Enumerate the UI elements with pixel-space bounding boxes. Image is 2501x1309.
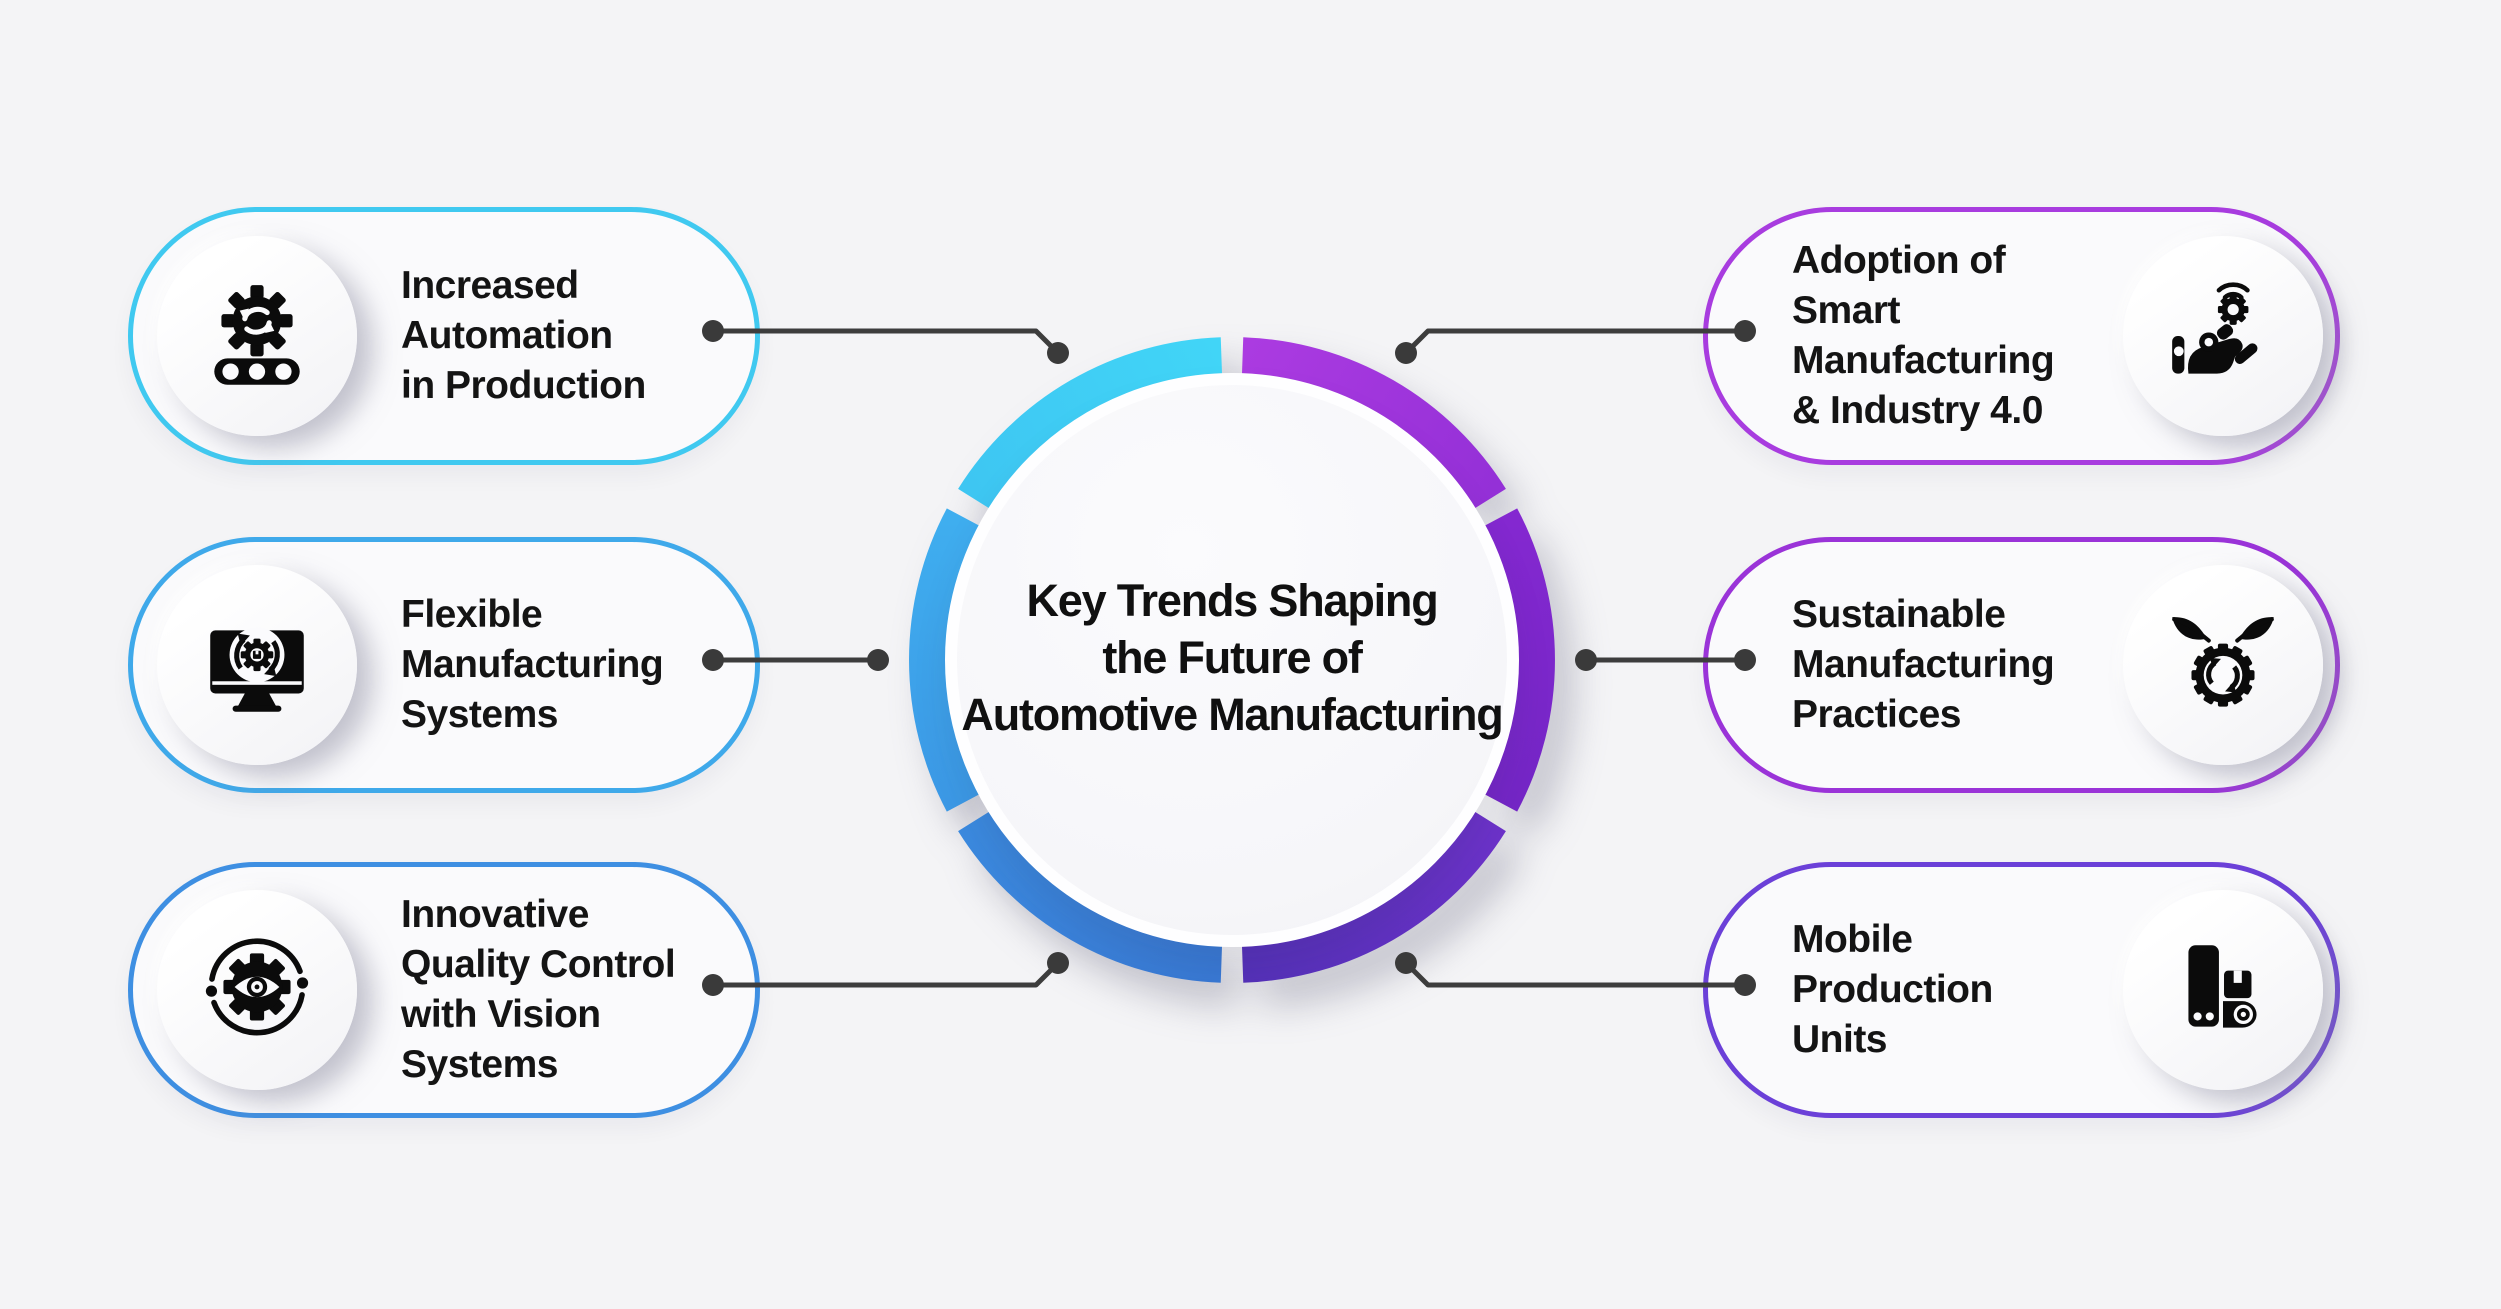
icon-circle (157, 236, 357, 436)
icon-circle (2123, 890, 2323, 1090)
monitor-gear-cycle-icon (210, 627, 304, 712)
ring-segment-mid-right (1483, 508, 1555, 812)
card-title: Sustainable Manufacturing Practices (1792, 593, 2055, 736)
icon-circle (2123, 565, 2323, 765)
mobile-unit-box-cart-icon (2188, 945, 2257, 1028)
card-smart-manufacturing: Adoption of Smart Manufacturing & Indust… (1703, 207, 2340, 465)
robot-arm-gear-wifi-icon (2172, 282, 2258, 374)
ring-segment-bottom-right (1241, 810, 1506, 983)
card-title: Flexible Manufacturing Systems (401, 593, 664, 736)
ring-segment-top-right (1241, 337, 1506, 510)
center-ring (909, 337, 1555, 983)
ring-segment-mid-left (909, 508, 981, 812)
card-increased-automation: Increased Automation in Production (128, 207, 760, 465)
icon-circle (157, 565, 357, 765)
card-title: Adoption of Smart Manufacturing & Indust… (1792, 239, 2055, 432)
ring-segment-bottom-left (958, 810, 1223, 983)
icon-circle (157, 890, 357, 1090)
gear-eye-vision-icon (205, 938, 309, 1036)
icon-circle (2123, 236, 2323, 436)
card-mobile-production: Mobile Production Units (1703, 862, 2340, 1118)
card-quality-control-vision: Innovative Quality Control with Vision S… (128, 862, 760, 1118)
card-title: Innovative Quality Control with Vision S… (401, 893, 676, 1086)
card-title: Increased Automation in Production (401, 264, 646, 407)
gear-leaves-recycle-icon (2172, 617, 2274, 707)
ring-segment-top-left (958, 337, 1223, 510)
card-sustainable-practices: Sustainable Manufacturing Practices (1703, 537, 2340, 793)
gear-sync-conveyor-icon (214, 285, 300, 385)
center-title: Key Trends Shaping the Future of Automot… (961, 575, 1503, 740)
card-title: Mobile Production Units (1792, 918, 1993, 1061)
card-flexible-manufacturing: Flexible Manufacturing Systems (128, 537, 760, 793)
